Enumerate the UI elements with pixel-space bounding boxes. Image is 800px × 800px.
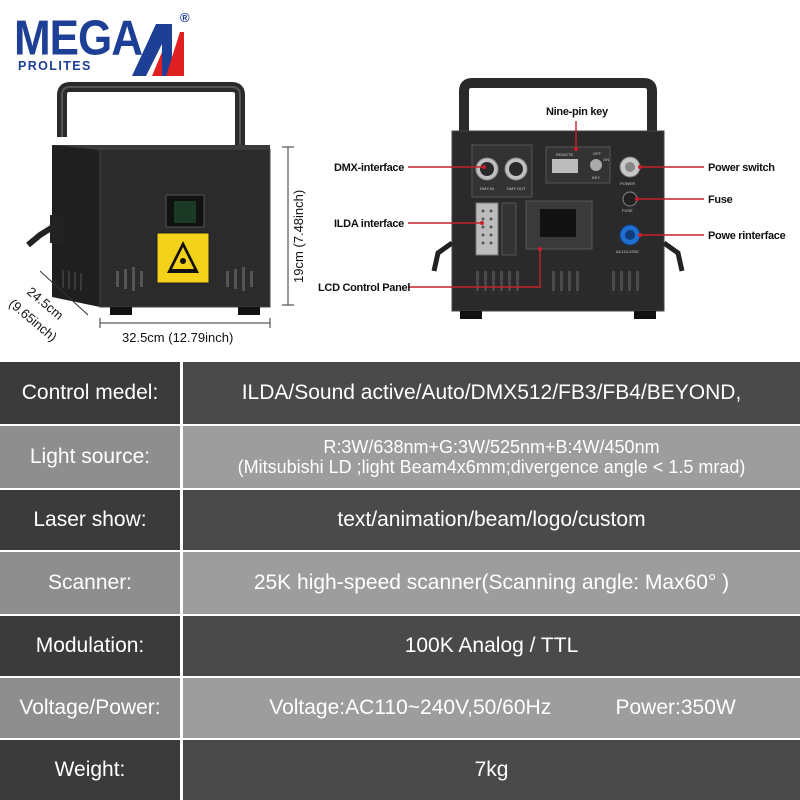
dmx-in-text: DMX IN xyxy=(480,186,494,191)
rear-vents xyxy=(476,271,639,291)
spec-label: Weight: xyxy=(0,740,180,800)
spec-value-line: 7kg xyxy=(474,758,509,782)
spec-row-modulation: Modulation: 100K Analog / TTL xyxy=(0,616,800,676)
registered-mark: ® xyxy=(180,10,190,25)
off-text: OFF xyxy=(593,151,602,156)
spec-value: Voltage:AC110~240V,50/60Hz Power:350W xyxy=(180,678,800,738)
spec-label: Light source: xyxy=(0,426,180,488)
key-switch xyxy=(590,159,602,171)
callout-lines xyxy=(408,121,704,288)
spec-label: Scanner: xyxy=(0,552,180,614)
spec-label: Laser show: xyxy=(0,490,180,550)
spec-value: 100K Analog / TTL xyxy=(180,616,800,676)
key-text: KEY xyxy=(592,175,600,180)
spec-row-laser-show: Laser show: text/animation/beam/logo/cus… xyxy=(0,490,800,550)
spec-value-line: 100K Analog / TTL xyxy=(404,634,579,658)
spec-value-line: ILDA/Sound active/Auto/DMX512/FB3/FB4/BE… xyxy=(241,381,742,405)
rear-foot-right xyxy=(634,311,656,319)
lcd-screen xyxy=(540,209,576,237)
callout-fuse: Fuse xyxy=(708,194,733,206)
aperture-glass xyxy=(174,201,196,223)
power-text: POWER xyxy=(620,181,635,186)
fuse-holder xyxy=(622,191,638,207)
on-text: ON xyxy=(603,157,609,162)
bracket-mount xyxy=(50,215,64,243)
nine-pin-port xyxy=(552,159,578,173)
handle-highlight xyxy=(61,86,241,147)
spec-value-line: text/animation/beam/logo/custom xyxy=(337,508,646,532)
case-front-edge xyxy=(99,148,271,308)
side-vents xyxy=(62,270,82,291)
rear-foot-left xyxy=(460,311,482,319)
callout-dmx-interface: DMX-interface xyxy=(334,162,404,174)
foot-left xyxy=(110,307,132,315)
callout-power-interface: Powe rinterface xyxy=(708,230,786,242)
ilda-port-frame xyxy=(501,202,517,256)
handle-shape xyxy=(57,82,245,147)
spec-value: R:3W/638nm+G:3W/525nm+B:4W/450nm (Mitsub… xyxy=(180,426,800,488)
rear-handle-shape xyxy=(459,78,657,133)
brand-logo: MEGA ® PROLITES xyxy=(14,8,190,76)
callout-nine-pin-key: Nine-pin key xyxy=(546,106,609,118)
height-dimension-label: 19cm (7.48inch) xyxy=(291,190,306,283)
product-front-view: 19cm (7.48inch) 32.5cm (12.79inch) 24.5c… xyxy=(6,82,306,345)
rear-bracket-right xyxy=(662,240,685,272)
width-dimension-label: 32.5cm (12.79inch) xyxy=(122,330,233,345)
spec-row-control: Control medel: ILDA/Sound active/Auto/DM… xyxy=(0,362,800,424)
brand-mark-icon xyxy=(132,24,184,76)
fuse-text: FUSE xyxy=(622,208,633,213)
case-side xyxy=(52,145,100,307)
spec-power: Power:350W xyxy=(615,696,736,719)
spec-label: Modulation: xyxy=(0,616,180,676)
callout-dots xyxy=(480,147,642,251)
callout-ilda-interface: ILDA interface xyxy=(334,218,404,230)
spec-value: ILDA/Sound active/Auto/DMX512/FB3/FB4/BE… xyxy=(180,362,800,424)
dmx-out-text: DMX OUT xyxy=(507,186,526,191)
spec-voltage: Voltage:AC110~240V,50/60Hz xyxy=(269,696,552,719)
spec-value-line: 25K high-speed scanner(Scanning angle: M… xyxy=(253,571,730,595)
spec-label: Voltage/Power: xyxy=(0,678,180,738)
remote-text: REMOTE xyxy=(556,152,573,157)
spec-label: Control medel: xyxy=(0,362,180,424)
ac-text: AC110-220V xyxy=(616,249,639,254)
spec-value: text/animation/beam/logo/custom xyxy=(180,490,800,550)
front-vents xyxy=(116,267,253,291)
spec-value-line: R:3W/638nm+G:3W/525nm+B:4W/450nm xyxy=(323,436,660,457)
spec-row-light-source: Light source: R:3W/638nm+G:3W/525nm+B:4W… xyxy=(0,426,800,488)
spec-value: 7kg xyxy=(180,740,800,800)
spec-row-scanner: Scanner: 25K high-speed scanner(Scanning… xyxy=(0,552,800,614)
foot-right xyxy=(238,307,260,315)
spec-value-line: (Mitsubishi LD ;light Beam4x6mm;divergen… xyxy=(237,457,746,477)
callout-lcd-panel: LCD Control Panel xyxy=(318,282,410,294)
spec-table: Control medel: ILDA/Sound active/Auto/DM… xyxy=(0,362,800,800)
spec-row-voltage-power: Voltage/Power: Voltage:AC110~240V,50/60H… xyxy=(0,678,800,738)
depth-dimension-line xyxy=(39,270,89,316)
ilda-port xyxy=(475,202,499,256)
spec-row-weight: Weight: 7kg xyxy=(0,740,800,800)
product-back-view: DMX IN DMX OUT REMOTE OFF ON KEY POWER F… xyxy=(318,78,786,319)
spec-value: 25K high-speed scanner(Scanning angle: M… xyxy=(180,552,800,614)
brand-subtitle: PROLITES xyxy=(18,59,92,73)
rear-bracket-left xyxy=(431,240,454,272)
brand-name: MEGA xyxy=(14,10,143,66)
callout-power-switch: Power switch xyxy=(708,162,775,174)
